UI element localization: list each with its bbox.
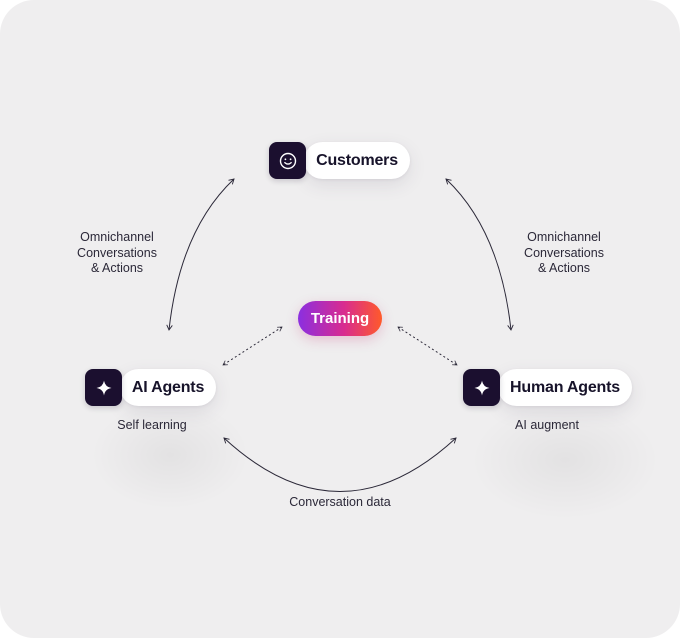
customers-node: Customers: [269, 142, 410, 179]
dotted-arrow-training-to-ai-agents: [222, 326, 283, 366]
right-edge-label: Omnichannel Conversations & Actions: [509, 230, 619, 277]
ai-agents-caption: Self learning: [117, 418, 187, 432]
left-edge-label-line-2: Conversations: [77, 245, 157, 260]
human-agents-caption: AI augment: [515, 418, 579, 432]
arrow-customers-to-ai-agents: [166, 178, 235, 331]
left-edge-label: Omnichannel Conversations & Actions: [62, 230, 172, 277]
left-edge-label-line-3: & Actions: [90, 261, 144, 275]
arrow-customers-to-human-agents: [445, 178, 514, 331]
human-agents-label: Human Agents: [498, 369, 632, 406]
ai-agents-label: AI Agents: [120, 369, 216, 406]
right-edge-label-line-2: Conversations: [524, 245, 604, 260]
human-agents-node: Human Agents: [463, 369, 632, 406]
bottom-edge-label: Conversation data: [289, 495, 391, 509]
smiley-face-icon: [269, 142, 306, 179]
human-agents-shadow: [470, 400, 660, 520]
ai-agents-node: AI Agents: [85, 369, 216, 406]
dotted-arrow-training-to-human-agents: [397, 326, 458, 366]
arrow-ai-agents-to-human-agents: [223, 437, 457, 492]
right-edge-label-line-1: Omnichannel: [527, 230, 601, 244]
left-edge-label-line-1: Omnichannel: [80, 230, 154, 244]
training-badge: Training: [298, 301, 382, 336]
sparkle-icon: [85, 369, 122, 406]
customers-label: Customers: [304, 142, 410, 179]
right-edge-label-line-3: & Actions: [537, 261, 591, 275]
sparkle-icon: [463, 369, 500, 406]
ai-agents-shadow: [90, 400, 250, 510]
